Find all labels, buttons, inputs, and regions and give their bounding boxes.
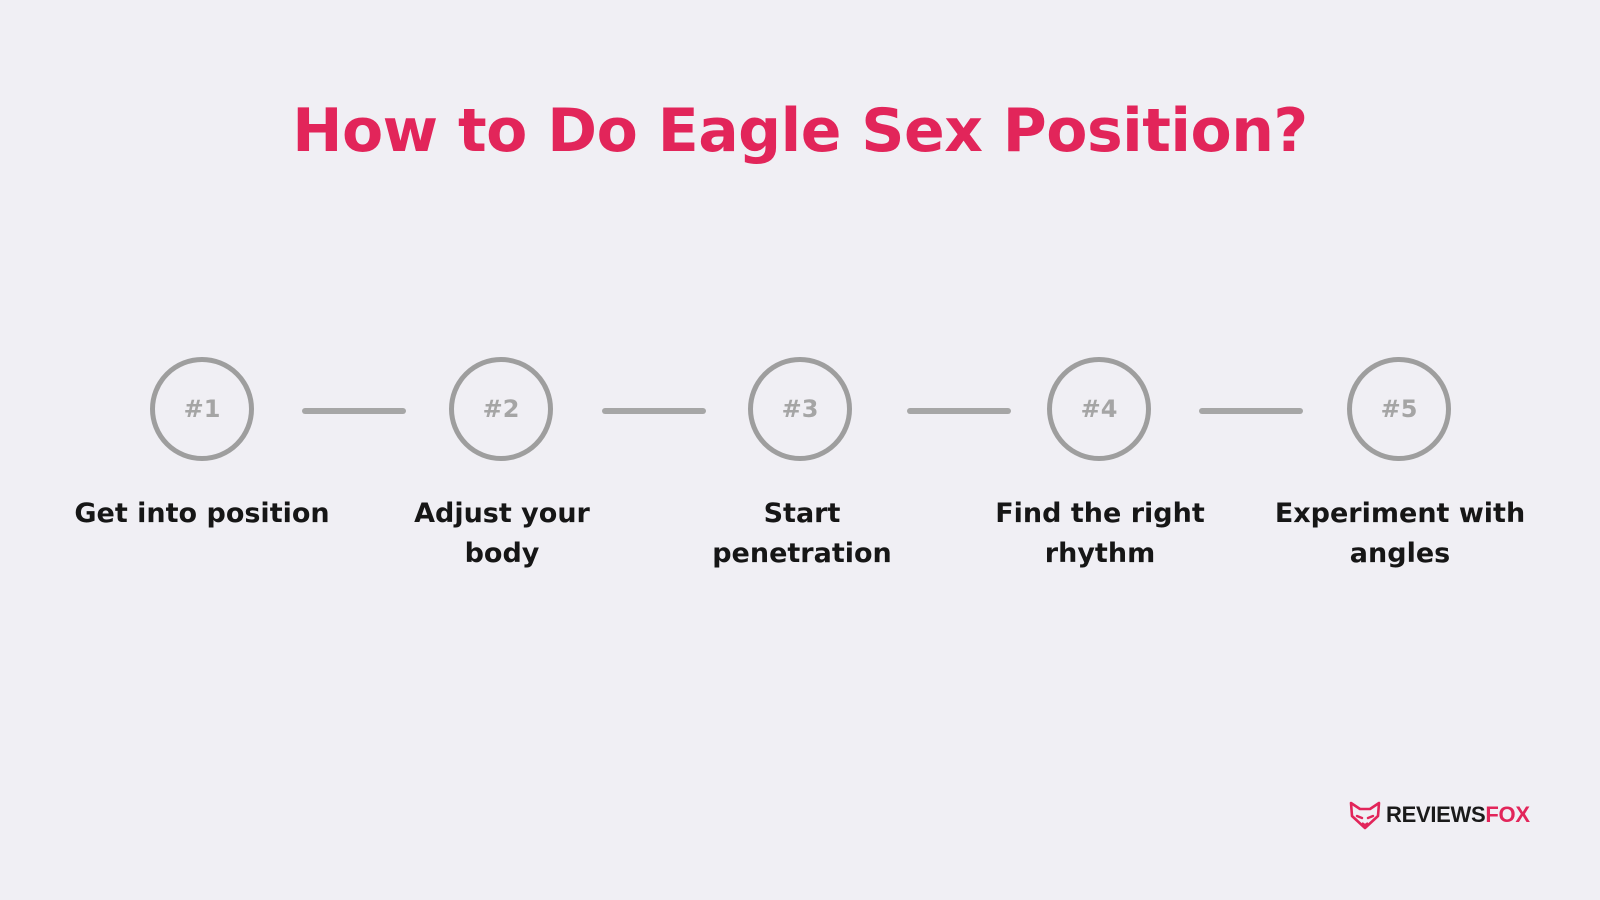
step-1-circle: #1 (150, 357, 254, 461)
step-4-circle: #4 (1047, 357, 1151, 461)
step-5-label: Experiment with angles (1274, 498, 1526, 569)
step-3-label: Start penetration (712, 498, 892, 569)
connector-3-4 (907, 408, 1011, 414)
step-1-label: Get into position (74, 498, 330, 529)
connector-4-5 (1199, 408, 1303, 414)
step-3-circle: #3 (748, 357, 852, 461)
logo-text-fox: FOX (1485, 802, 1530, 827)
connector-1-2 (302, 408, 406, 414)
step-2-label: Adjust your body (414, 498, 590, 569)
step-4-label: Find the right rhythm (995, 498, 1205, 569)
step-2-circle: #2 (449, 357, 553, 461)
reviewsfox-logo: REVIEWSFOX (1348, 798, 1530, 832)
connector-2-3 (602, 408, 706, 414)
logo-text-reviews: REVIEWS (1386, 802, 1486, 827)
fox-head-icon (1349, 801, 1381, 830)
page-title: How to Do Eagle Sex Position? (292, 96, 1308, 166)
step-5-circle: #5 (1347, 357, 1451, 461)
